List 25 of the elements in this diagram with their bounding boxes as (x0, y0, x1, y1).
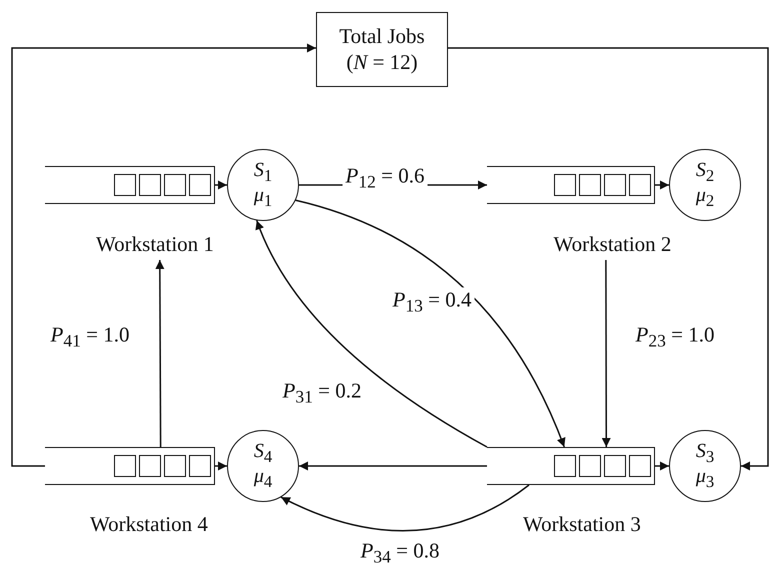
arrow (215, 180, 227, 190)
server-circle: S$_{3}$ μ$_{3}$ (669, 430, 741, 502)
arrow (655, 180, 669, 190)
arrow (448, 47, 769, 470)
server-circle: S$_{4}$ μ$_{4}$ (227, 430, 299, 502)
queue-buffer (487, 447, 655, 485)
total-jobs-box: Total Jobs (N = 12) (316, 12, 448, 87)
workstation-label: Workstation 1 (75, 228, 235, 260)
arrow (299, 462, 487, 470)
workstation-label: Workstation 2 (530, 228, 695, 260)
queue-buffer (487, 166, 655, 204)
arrow (602, 260, 611, 447)
arrow (256, 220, 488, 448)
arrow (295, 200, 566, 448)
arrow (155, 260, 164, 447)
arrow (280, 484, 530, 532)
queue-buffer (45, 447, 215, 485)
arrow (655, 462, 669, 470)
queue-buffer (45, 166, 215, 204)
arrow (11, 44, 316, 467)
workstation-label: Workstation 3 (523, 512, 641, 537)
arrow (215, 462, 227, 470)
server-circle: S$_{1}$ μ$_{1}$ (227, 149, 299, 221)
server-circle: S$_{2}$ μ$_{2}$ (669, 149, 741, 221)
workstation-label: Workstation 4 (90, 512, 208, 537)
